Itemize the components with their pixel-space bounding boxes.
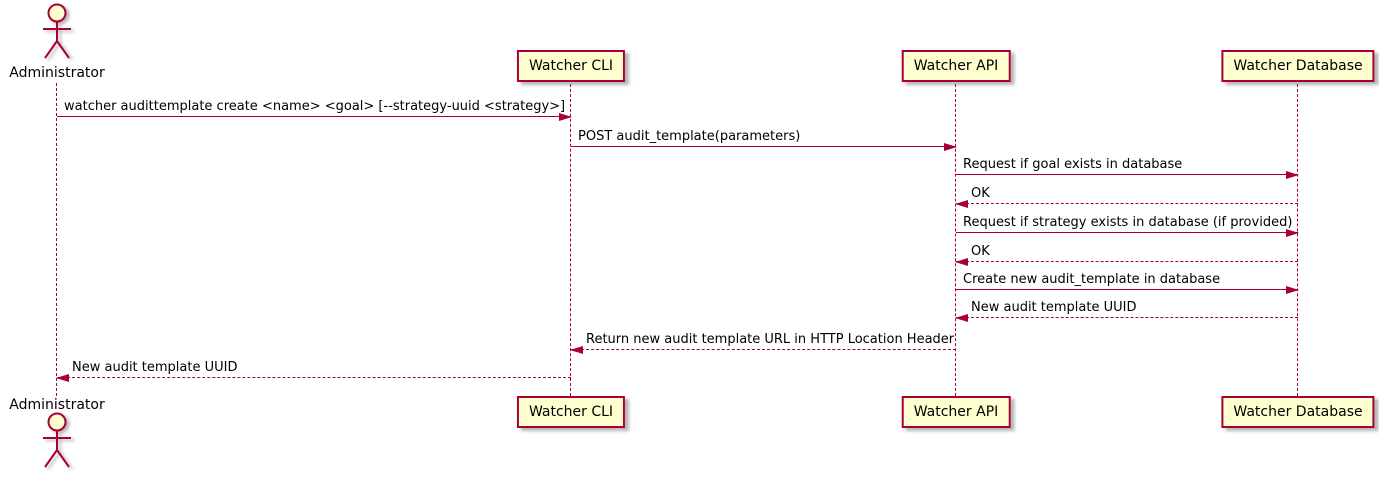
message-watcher-api-to-watcher-database: Create new audit_template in database <box>956 270 1299 294</box>
participant-watcher-database-bottom: Watcher Database <box>1221 396 1375 428</box>
message-watcher-api-to-watcher-cli: Return new audit template URL in HTTP Lo… <box>570 330 956 354</box>
message-watcher-cli-to-administrator: New audit template UUID <box>56 358 571 382</box>
message-label: New audit template UUID <box>971 300 1137 315</box>
arrowhead-icon <box>955 200 968 208</box>
arrowhead-icon <box>559 113 572 121</box>
participant-watcher-database-top: Watcher Database <box>1221 50 1375 82</box>
arrowhead-icon <box>955 314 968 322</box>
message-label: Return new audit template URL in HTTP Lo… <box>586 332 955 347</box>
message-watcher-database-to-watcher-api: OK <box>955 184 1298 208</box>
participant-watcher-cli-bottom: Watcher CLI <box>516 396 626 428</box>
message-line <box>57 116 571 117</box>
message-line <box>956 317 1298 318</box>
arrowhead-icon <box>1286 171 1299 179</box>
arrowhead-icon <box>56 374 69 382</box>
message-line <box>956 174 1298 175</box>
message-watcher-api-to-watcher-database: Request if strategy exists in database (… <box>956 213 1299 237</box>
message-line <box>956 289 1298 290</box>
message-administrator-to-watcher-cli: watcher audittemplate create <name> <goa… <box>57 97 572 121</box>
message-label: Request if strategy exists in database (… <box>963 215 1293 230</box>
lifeline-watcher-database <box>1297 84 1298 396</box>
message-label: New audit template UUID <box>72 360 238 375</box>
arrowhead-icon <box>1286 286 1299 294</box>
actor-label-administrator-bottom: Administrator <box>9 397 105 413</box>
message-line <box>956 203 1298 204</box>
lifeline-watcher-api <box>955 84 956 396</box>
participant-watcher-api-bottom: Watcher API <box>901 396 1011 428</box>
message-label: Create new audit_template in database <box>963 272 1221 287</box>
arrowhead-icon <box>570 346 583 354</box>
arrowhead-icon <box>944 143 957 151</box>
message-watcher-cli-to-watcher-api: POST audit_template(parameters) <box>571 127 957 151</box>
actor-icon <box>43 412 71 468</box>
lifeline-administrator <box>56 83 57 396</box>
message-label: OK <box>971 244 990 259</box>
message-line <box>57 377 571 378</box>
actor-label-administrator-top: Administrator <box>9 65 105 81</box>
message-line <box>571 146 956 147</box>
message-watcher-database-to-watcher-api: OK <box>955 242 1298 266</box>
message-line <box>956 232 1298 233</box>
lifeline-watcher-cli <box>570 84 571 396</box>
arrowhead-icon <box>1286 229 1299 237</box>
message-label: OK <box>971 186 990 201</box>
arrowhead-icon <box>955 258 968 266</box>
message-label: Request if goal exists in database <box>963 157 1183 172</box>
actor-icon <box>43 3 71 59</box>
message-watcher-api-to-watcher-database: Request if goal exists in database <box>956 155 1299 179</box>
message-line <box>956 261 1298 262</box>
participant-watcher-cli-top: Watcher CLI <box>516 50 626 82</box>
message-watcher-database-to-watcher-api: New audit template UUID <box>955 298 1298 322</box>
message-label: watcher audittemplate create <name> <goa… <box>64 99 566 114</box>
message-label: POST audit_template(parameters) <box>578 129 801 144</box>
participant-watcher-api-top: Watcher API <box>901 50 1011 82</box>
message-line <box>571 349 956 350</box>
